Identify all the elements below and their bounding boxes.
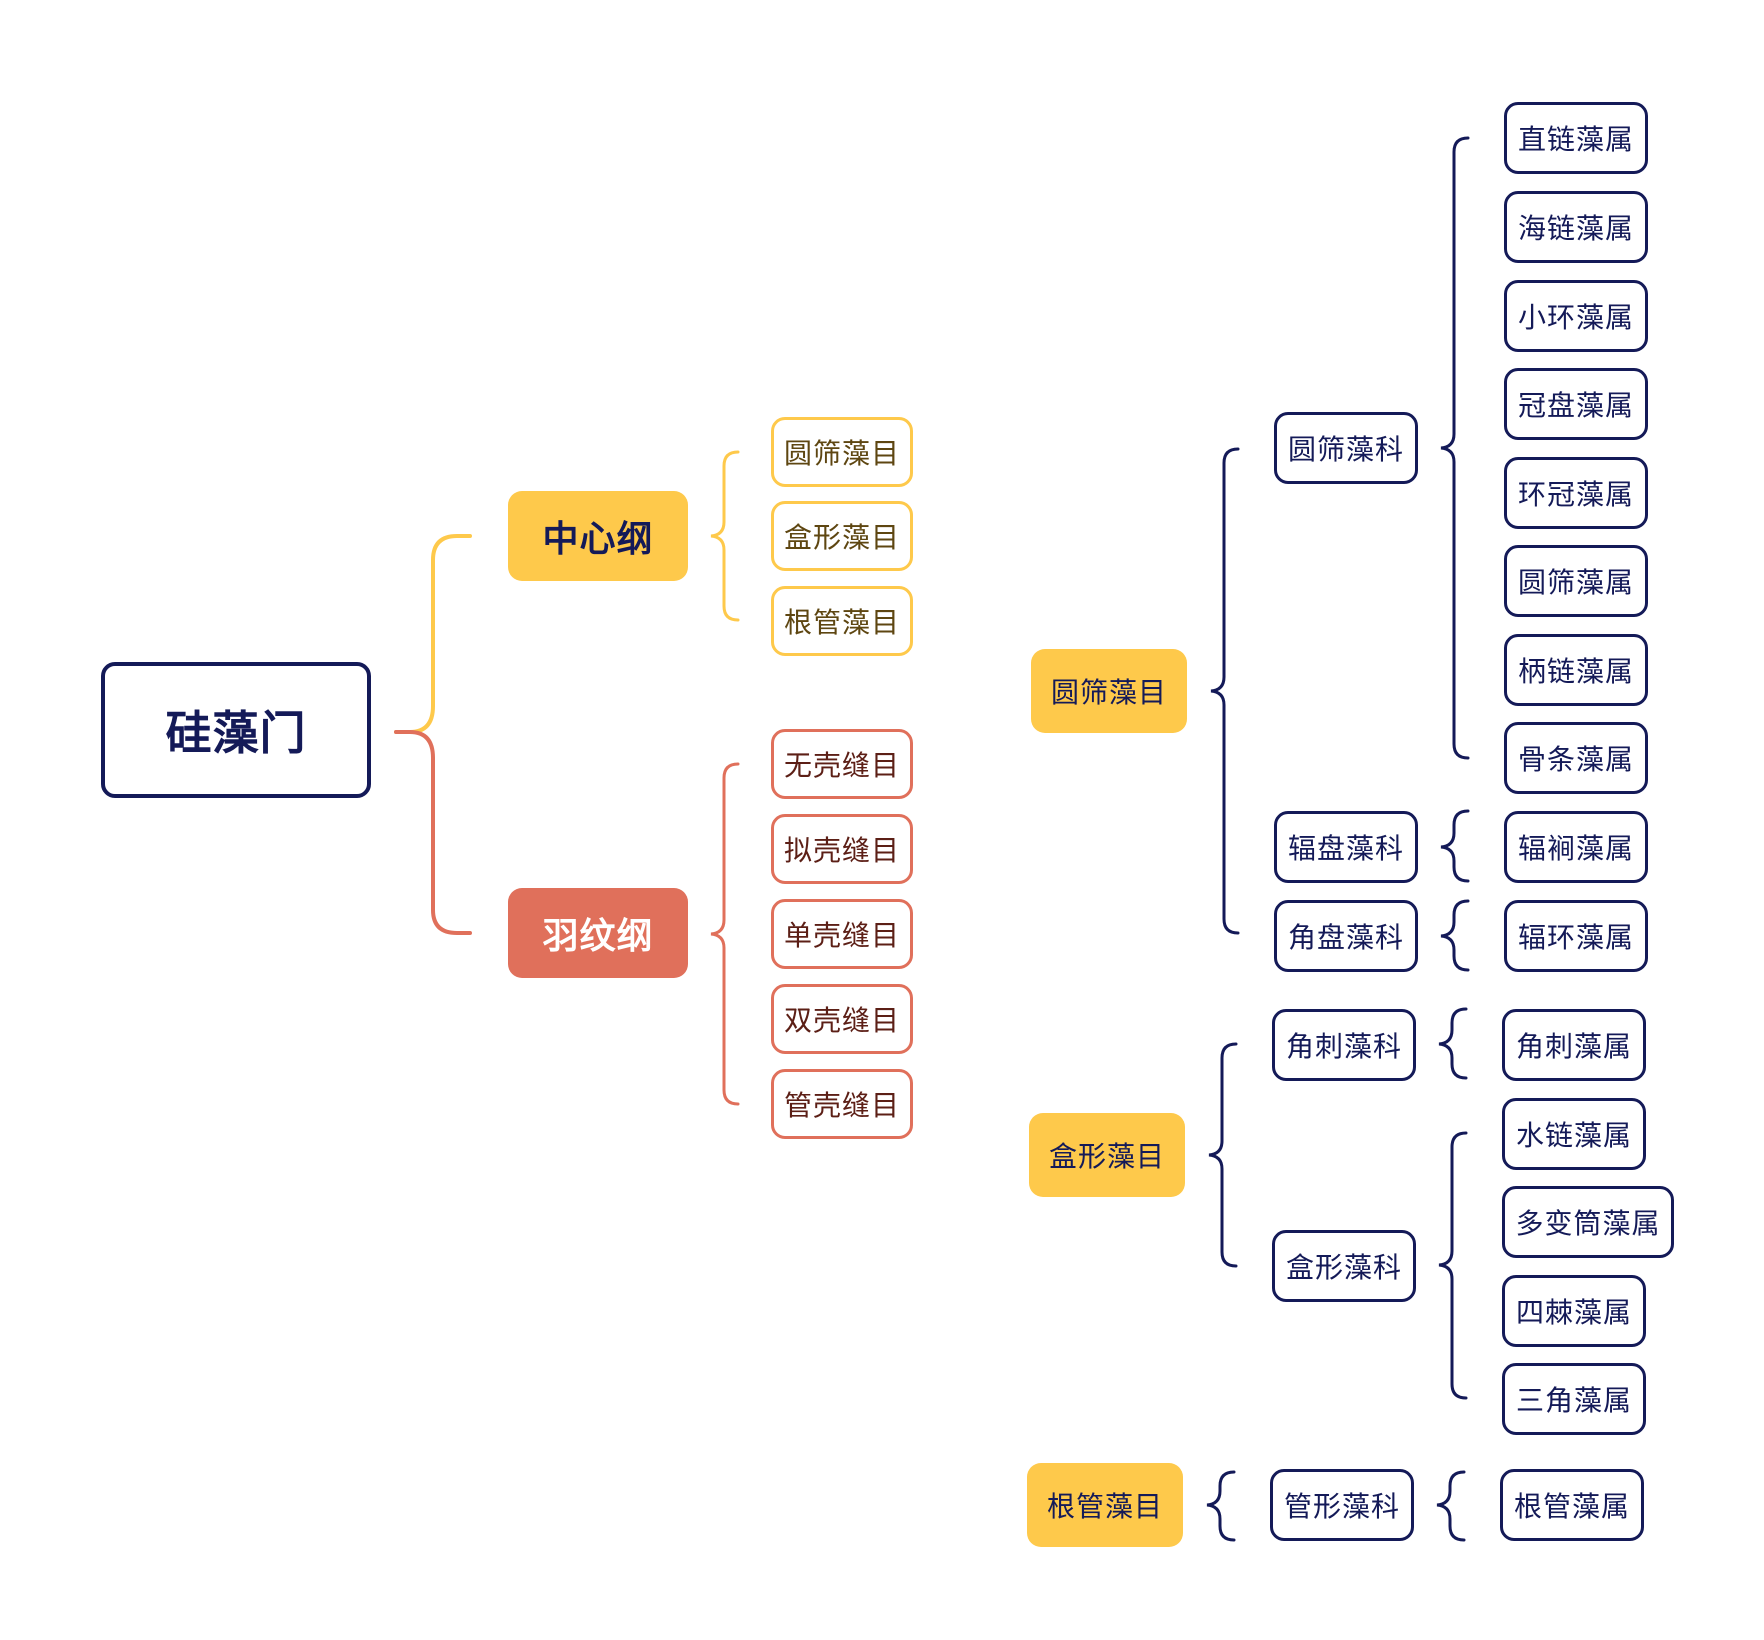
genus-node: 柄链藻属 <box>1504 634 1648 706</box>
genus-node: 角刺藻属 <box>1502 1009 1646 1081</box>
order-detail-node: 盒形藻目 <box>1029 1113 1185 1197</box>
genus-node: 辐环藻属 <box>1504 900 1648 972</box>
root-node: 硅藻门 <box>101 662 371 798</box>
class-node-pennatae: 羽纹纲 <box>508 888 688 978</box>
branch-root-to-pennate-class <box>394 730 472 935</box>
bracket-order-coscinodiscales <box>1210 447 1240 935</box>
genus-node: 辐裥藻属 <box>1504 811 1648 883</box>
family-node: 角刺藻科 <box>1272 1009 1416 1081</box>
genus-node: 多变筒藻属 <box>1502 1186 1674 1258</box>
genus-node: 直链藻属 <box>1504 102 1648 174</box>
order-detail-node: 根管藻目 <box>1027 1463 1183 1547</box>
family-node: 盒形藻科 <box>1272 1230 1416 1302</box>
genus-node: 根管藻属 <box>1500 1469 1644 1541</box>
family-node: 圆筛藻科 <box>1274 412 1418 484</box>
genus-node: 三角藻属 <box>1502 1363 1646 1435</box>
bracket-order-biddulphiales <box>1208 1042 1238 1268</box>
genus-node: 四棘藻属 <box>1502 1275 1646 1347</box>
order-node: 双壳缝目 <box>771 984 913 1054</box>
bracket-family-actinodiscaceae <box>1440 809 1470 883</box>
branch-root-to-center-class <box>394 534 472 734</box>
bracket-pennate-class-orders <box>710 762 740 1106</box>
family-node: 管形藻科 <box>1270 1469 1414 1541</box>
genus-node: 冠盘藻属 <box>1504 368 1648 440</box>
bracket-family-eupodiscaceae <box>1440 899 1470 972</box>
bracket-family-chaetoceraceae <box>1438 1007 1468 1080</box>
bracket-center-class-orders <box>710 450 740 622</box>
bracket-family-biddulphiaceae <box>1438 1131 1468 1400</box>
bracket-order-rhizosoleniales <box>1206 1470 1236 1542</box>
order-node: 单壳缝目 <box>771 899 913 969</box>
family-node: 角盘藻科 <box>1274 900 1418 972</box>
order-node: 根管藻目 <box>771 586 913 656</box>
genus-node: 骨条藻属 <box>1504 722 1648 794</box>
order-node: 无壳缝目 <box>771 729 913 799</box>
bracket-family-coscinodiscaceae <box>1440 136 1470 760</box>
order-node: 圆筛藻目 <box>771 417 913 487</box>
genus-node: 水链藻属 <box>1502 1098 1646 1170</box>
class-node-centricae: 中心纲 <box>508 491 688 581</box>
order-node: 拟壳缝目 <box>771 814 913 884</box>
bracket-family-rhizosoleniaceae <box>1436 1470 1466 1542</box>
genus-node: 海链藻属 <box>1504 191 1648 263</box>
order-detail-node: 圆筛藻目 <box>1031 649 1187 733</box>
order-node: 盒形藻目 <box>771 501 913 571</box>
genus-node: 小环藻属 <box>1504 280 1648 352</box>
genus-node: 环冠藻属 <box>1504 457 1648 529</box>
genus-node: 圆筛藻属 <box>1504 545 1648 617</box>
order-node: 管壳缝目 <box>771 1069 913 1139</box>
family-node: 辐盘藻科 <box>1274 811 1418 883</box>
